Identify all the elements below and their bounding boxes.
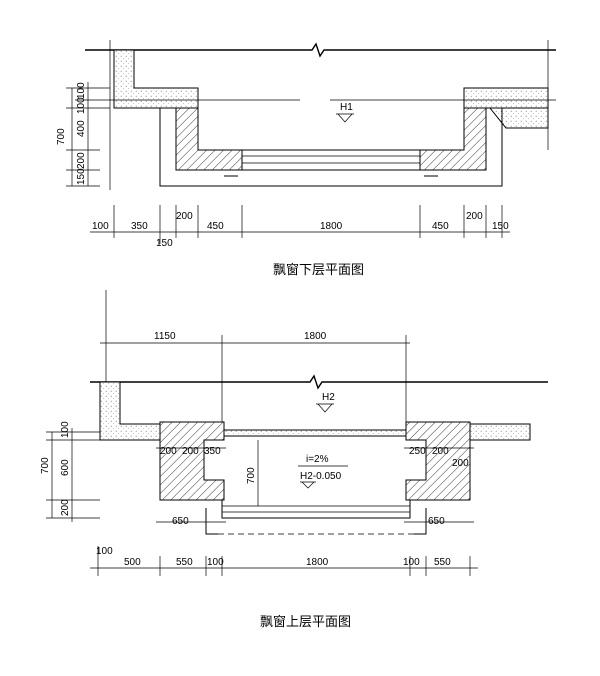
lower-hdim-450a: 450 [207,221,224,232]
upper-floor-strip [221,429,407,437]
upper-slope-label: i=2% [306,454,329,465]
lower-horizontal-dims: 100 350 150 200 450 1800 450 200 150 [90,205,510,249]
lower-top-edge [85,42,556,58]
upper-level-label-2: H2-0.050 [300,471,342,482]
upper-inner-700: 700 [246,467,257,484]
upper-left-sill [159,421,225,501]
upper-plan-title: 飘窗上层平面图 [260,614,351,630]
lower-hdim-200a: 200 [176,211,193,222]
lower-vdim-400: 400 [76,120,87,137]
lower-hdim-150: 150 [156,238,173,249]
upper-bdim-550a: 550 [176,557,193,568]
upper-vdim-700: 700 [40,457,51,474]
upper-top-edge [90,374,548,390]
upper-top-dim-1150: 1150 [154,331,176,342]
lower-u-sill-right [419,107,487,171]
lower-plan-title: 飘窗下层平面图 [273,262,364,278]
upper-vdim-600: 600 [60,459,71,476]
lower-window-frame [241,149,421,171]
lower-left-wall [113,49,199,109]
upper-level-triangle [316,403,334,413]
upper-inner-200c: 200 [432,446,449,457]
upper-inner-650b: 650 [428,516,445,527]
upper-vdim-200: 200 [60,499,71,516]
lower-u-sill [175,107,243,171]
lower-vertical-dims: 700 100 100 400 200 150 [56,82,110,187]
lower-vdim-150: 150 [76,168,87,185]
upper-bdim-100b: 100 [403,557,420,568]
lower-hdim-100: 100 [92,221,109,232]
upper-plan: 1150 1800 H2 i=2% H2-0.050 700 [40,290,548,630]
upper-inner-dims: 200 200 350 250 200 200 650 650 [156,446,474,527]
lower-right-ledge [488,107,549,129]
lower-vdim-700: 700 [56,128,67,145]
lower-u-outline [159,108,503,187]
lower-hdim-450b: 450 [432,221,449,232]
lower-plan: H1 700 100 100 400 200 150 [56,40,556,278]
lower-hdim-150b: 150 [492,221,509,232]
upper-inner-200a: 200 [160,446,177,457]
lower-vdim-100b: 100 [76,97,87,114]
upper-level2-triangle [300,481,316,489]
upper-window-frame [221,500,411,519]
upper-bdim-1800: 1800 [306,557,329,568]
upper-bdim-100a: 100 [207,557,224,568]
lower-level-label: H1 [340,102,353,113]
upper-bdim-550b: 550 [434,557,451,568]
upper-inner-650a: 650 [172,516,189,527]
upper-vertical-dims: 700 100 600 200 100 [40,421,113,557]
lower-right-wall [463,87,549,109]
upper-outer-frame [205,508,427,535]
lower-hdim-350: 350 [131,221,148,232]
lower-vdim-200: 200 [76,152,87,169]
upper-bdim-500: 500 [124,557,141,568]
upper-level-label: H2 [322,392,335,403]
upper-vdim-100: 100 [60,421,71,438]
lower-level-triangle [336,113,354,123]
upper-inner-200b: 200 [182,446,199,457]
lower-hdim-200b: 200 [466,211,483,222]
upper-top-dims: 1150 1800 [100,290,410,425]
upper-bottom-dims: 500 550 100 1800 100 550 [90,546,478,576]
upper-top-dim-1800: 1800 [304,331,327,342]
lower-hdim-1800: 1800 [320,221,343,232]
upper-inner-350: 350 [204,446,221,457]
upper-inner-250: 250 [409,446,426,457]
upper-vdim-100b: 100 [96,546,113,557]
upper-inner-200d: 200 [452,458,469,469]
lower-vdim-100a: 100 [76,82,87,99]
